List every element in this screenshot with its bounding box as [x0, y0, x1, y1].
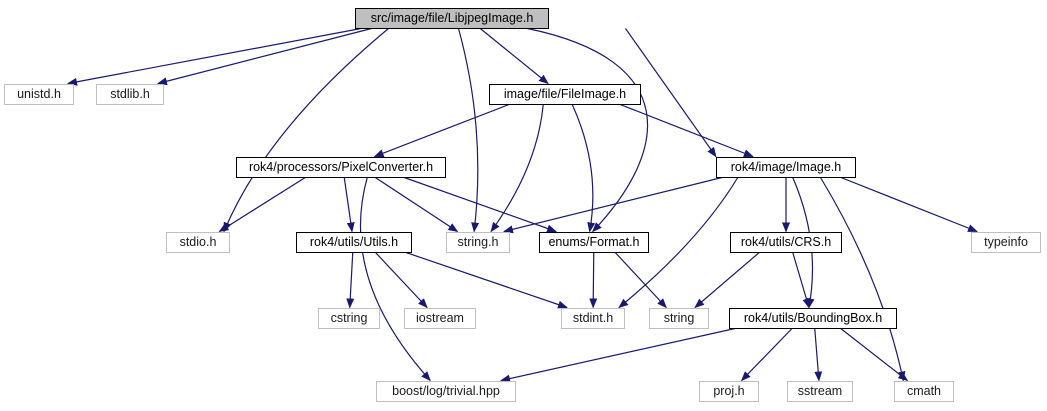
node-crs[interactable]: rok4/utils/CRS.h [730, 231, 842, 253]
node-boostlog: boost/log/trivial.hpp [376, 380, 516, 402]
node-stdlib: stdlib.h [96, 83, 164, 105]
node-bbox[interactable]: rok4/utils/BoundingBox.h [729, 307, 897, 329]
edge-fileimage-to-image [620, 103, 754, 158]
edge-crs-to-string [694, 252, 760, 309]
edge-libjpeg-to-stdlib [157, 27, 372, 86]
edge-libjpeg-to-fileimage [479, 28, 549, 85]
edge-libjpeg-to-format [527, 27, 649, 233]
edge-bbox-to-cmath [840, 328, 909, 382]
node-stdint: stdint.h [561, 307, 625, 329]
edge-utils-to-iostream [375, 252, 428, 309]
edge-bbox-to-proj [740, 328, 793, 382]
edge-crs-to-bbox [792, 252, 811, 309]
edge-libjpeg-to-stringh [457, 28, 480, 233]
node-pixelconv[interactable]: rok4/processors/PixelConverter.h [236, 156, 446, 178]
node-unistd: unistd.h [4, 83, 74, 105]
edge-pixelconv-to-utils [343, 177, 355, 233]
node-libjpeg[interactable]: src/image/file/LibjpegImage.h [355, 7, 549, 29]
node-cstring: cstring [318, 307, 380, 329]
edge-image-to-stdint [618, 177, 739, 309]
node-proj: proj.h [699, 380, 759, 402]
node-fileimage[interactable]: image/file/FileImage.h [489, 83, 641, 105]
edge-bbox-to-boostlog [500, 327, 736, 383]
edge-bbox-to-sstream [814, 328, 823, 382]
edge-fileimage-to-pixelconv [373, 103, 510, 158]
edge-pixelconv-to-stringh [374, 176, 459, 233]
edge-format-to-stdint [589, 252, 598, 309]
edge-format-to-string [614, 252, 667, 309]
node-cmath: cmath [894, 380, 954, 402]
node-iostream: iostream [404, 307, 476, 329]
node-typeinfo: typeinfo [971, 231, 1041, 253]
node-stdio: stdio.h [166, 231, 230, 253]
edge-layer [67, 27, 978, 383]
node-stringh: string.h [446, 231, 510, 253]
edge-libjpeg-to-image [625, 28, 717, 158]
edge-utils-to-cstring [346, 252, 355, 309]
edge-image-to-cmath [819, 177, 906, 382]
node-sstream: sstream [787, 380, 853, 402]
edge-pixelconv-to-format [404, 176, 557, 233]
edge-libjpeg-to-unistd [67, 27, 362, 86]
node-image[interactable]: rok4/image/Image.h [716, 156, 856, 178]
edge-pixelconv-to-stdio [218, 176, 306, 233]
edge-fileimage-to-format [571, 104, 596, 233]
edge-libjpeg-to-stdio [223, 28, 389, 233]
node-string: string [649, 307, 709, 329]
edge-image-to-typeinfo [840, 176, 978, 233]
edge-utils-to-stdint [405, 251, 568, 309]
node-format[interactable]: enums/Format.h [539, 231, 649, 253]
edge-image-to-stringh [503, 176, 723, 234]
edge-fileimage-to-stringh [490, 104, 544, 233]
node-utils[interactable]: rok4/utils/Utils.h [296, 231, 412, 253]
edge-pixelconv-to-boostlog [359, 177, 431, 382]
